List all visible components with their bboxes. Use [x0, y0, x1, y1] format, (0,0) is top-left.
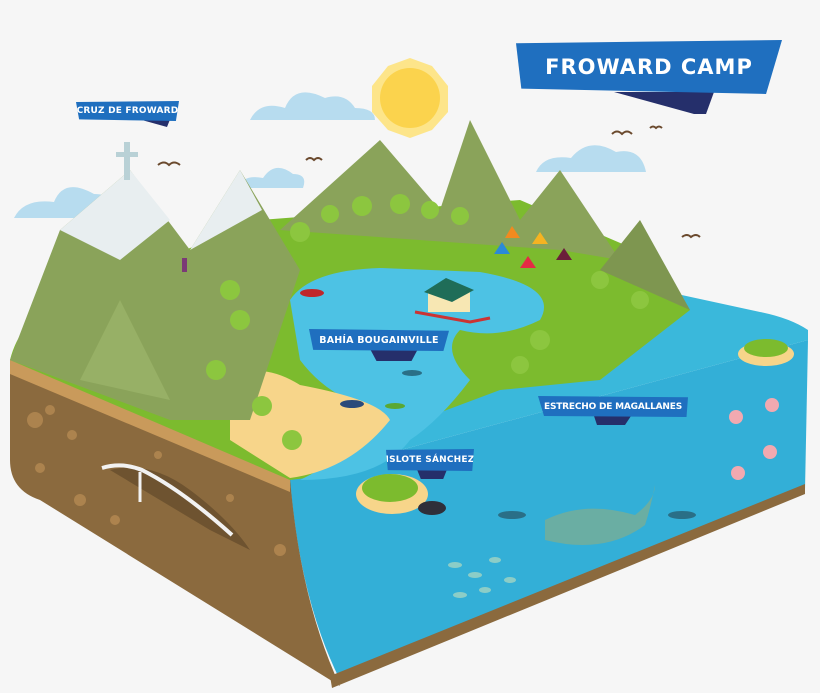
hiker-icon [182, 258, 187, 272]
label-bahia-bougainville: BAHÍA BOUGAINVILLE [309, 329, 449, 361]
label-cruz-de-froward: CRUZ DE FROWARD [76, 101, 179, 131]
kayaks [300, 289, 405, 409]
label-estrecho-de-magallanes: ESTRECHO DE MAGALLANES [538, 396, 688, 428]
label-text: ESTRECHO DE MAGALLANES [538, 396, 688, 417]
soil-cross-section [10, 360, 340, 686]
title-text: FROWARD CAMP [516, 40, 782, 94]
tents [494, 226, 572, 268]
label-text: CRUZ DE FROWARD [76, 101, 179, 121]
fish-school-icon [448, 557, 516, 598]
mountains [10, 120, 690, 420]
sea-bottom-edge [330, 484, 805, 688]
label-islote-sanchez: ISLOTE SÁNCHEZ [386, 449, 474, 483]
sea-side-face [290, 340, 808, 680]
beach [230, 371, 390, 478]
whale-fossil-icon [101, 463, 250, 550]
small-island [738, 339, 794, 366]
islote-sanchez [356, 474, 446, 515]
jellyfish [729, 398, 779, 480]
cross-icon [116, 142, 138, 180]
soil-pebbles [27, 405, 286, 556]
label-text: ISLOTE SÁNCHEZ [386, 449, 474, 471]
soil-top-layer [10, 360, 290, 492]
title-banner: FROWARD CAMP [516, 40, 782, 114]
banner-ribbon [131, 117, 171, 127]
label-text: BAHÍA BOUGAINVILLE [309, 329, 449, 351]
birds [157, 125, 701, 239]
floating-house-icon [414, 278, 491, 324]
whale-icon [545, 485, 655, 545]
divers [402, 370, 696, 519]
sun-icon [372, 58, 448, 138]
